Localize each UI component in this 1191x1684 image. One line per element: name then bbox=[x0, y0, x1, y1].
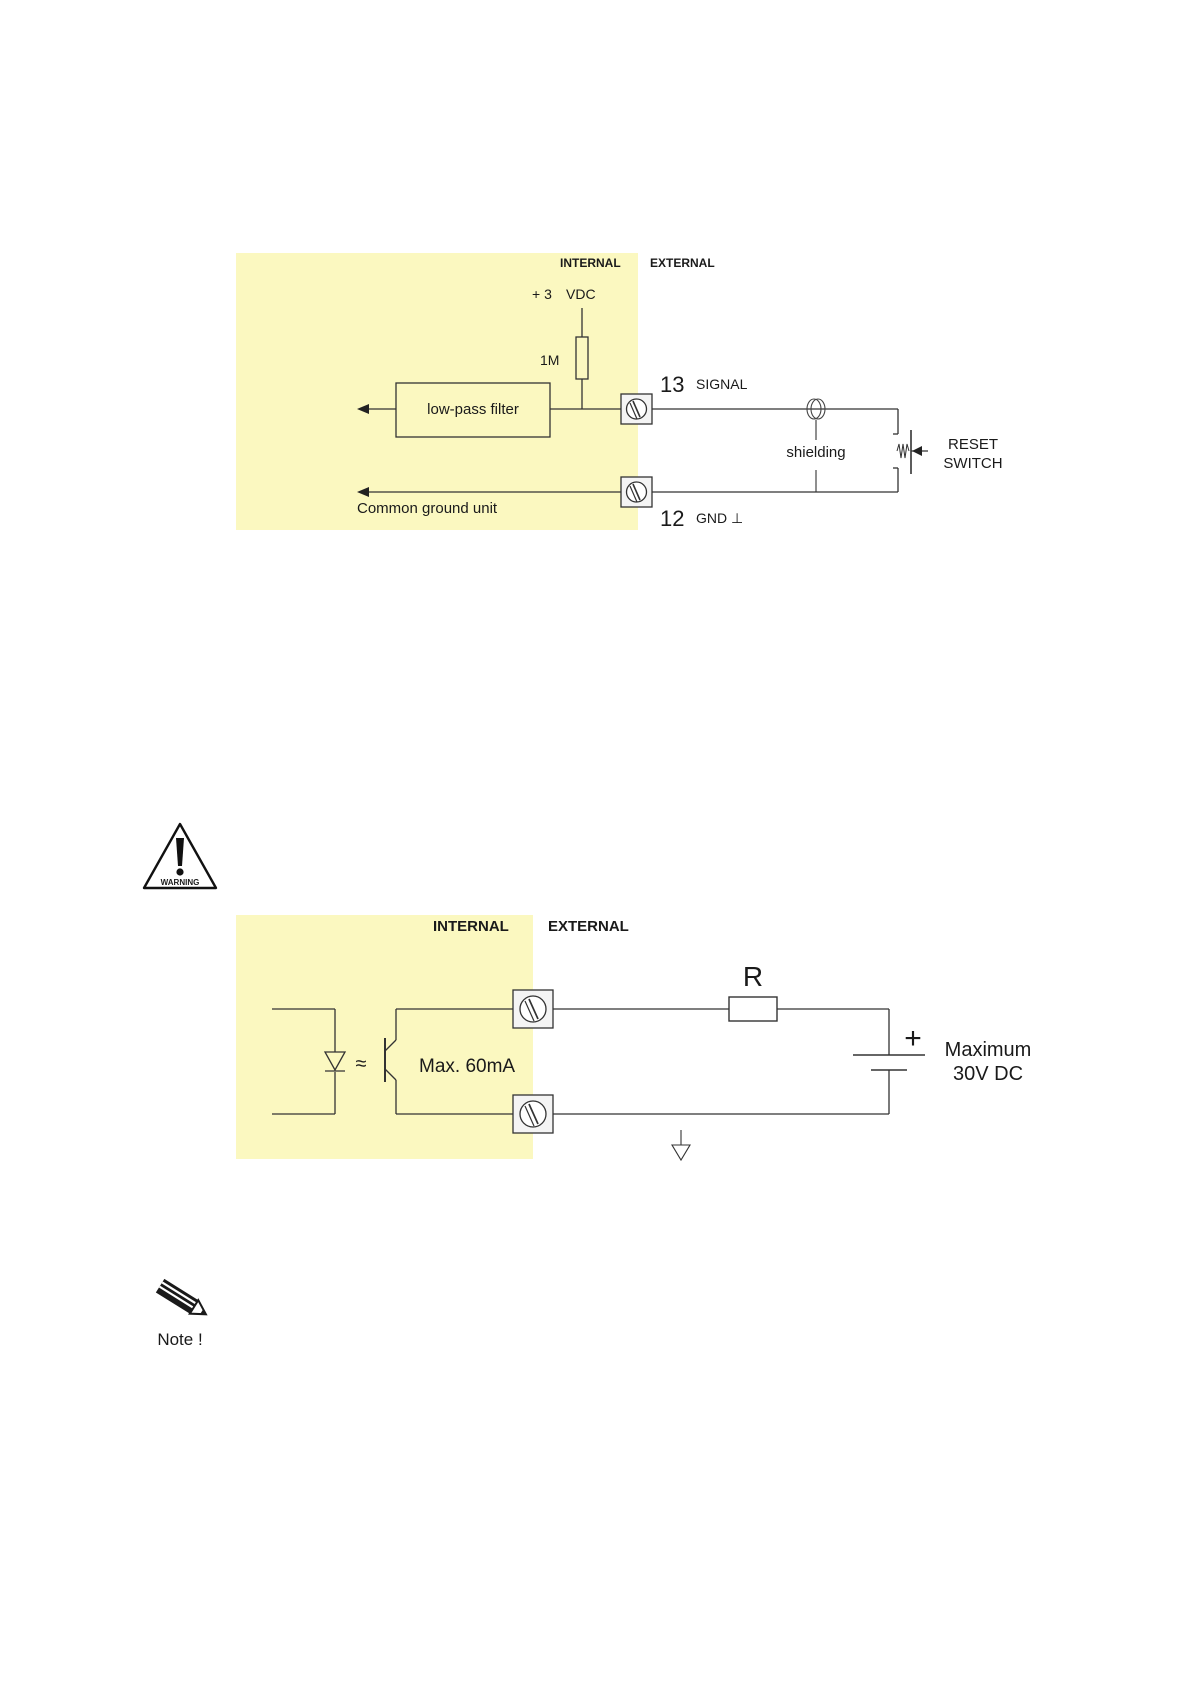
terminal-13-number: 13 bbox=[660, 372, 684, 397]
internal-area bbox=[236, 915, 533, 1159]
terminal-13-label: SIGNAL bbox=[696, 376, 748, 392]
internal-label: INTERNAL bbox=[560, 256, 621, 270]
switch-spring-icon bbox=[897, 444, 909, 458]
max-voltage-label-line2: 30V DC bbox=[953, 1063, 1023, 1085]
warning-icon-text: WARNING bbox=[161, 878, 200, 887]
shielding-label: shielding bbox=[786, 444, 845, 461]
max-current-label: Max. 60mA bbox=[419, 1056, 515, 1077]
reset-input-wiring-diagram: INTERNAL EXTERNAL + 3 VDC 1M low-pass fi… bbox=[230, 245, 1030, 535]
pencil-note-icon: Note ! bbox=[150, 1280, 216, 1350]
output-wiring-diagram: INTERNAL EXTERNAL ≈ Max. 60mA R bbox=[230, 910, 1050, 1170]
supply-label-vdc: VDC bbox=[566, 286, 596, 302]
reset-switch-label-line2: SWITCH bbox=[943, 455, 1002, 472]
low-pass-filter-label: low-pass filter bbox=[427, 401, 519, 418]
note-icon-text: Note ! bbox=[157, 1330, 202, 1349]
warning-triangle-icon: WARNING bbox=[140, 820, 220, 892]
reset-switch-label-line1: RESET bbox=[948, 436, 998, 453]
external-label: EXTERNAL bbox=[548, 918, 629, 935]
max-voltage-label-line1: Maximum bbox=[945, 1039, 1032, 1061]
internal-label: INTERNAL bbox=[433, 918, 509, 935]
load-resistor bbox=[729, 997, 777, 1021]
terminal-12-label: GND ⊥ bbox=[696, 510, 743, 526]
external-label: EXTERNAL bbox=[650, 256, 715, 270]
light-coupling-icon: ≈ bbox=[356, 1053, 367, 1075]
common-ground-label: Common ground unit bbox=[357, 500, 498, 517]
battery-plus-label: + bbox=[904, 1022, 922, 1055]
switch-press-arrow-icon bbox=[912, 446, 922, 456]
supply-label-plus: + 3 bbox=[532, 286, 552, 302]
resistor-label: 1M bbox=[540, 352, 559, 368]
earth-ground-icon bbox=[672, 1145, 690, 1160]
load-resistor-label: R bbox=[743, 961, 763, 992]
terminal-12-number: 12 bbox=[660, 506, 684, 531]
